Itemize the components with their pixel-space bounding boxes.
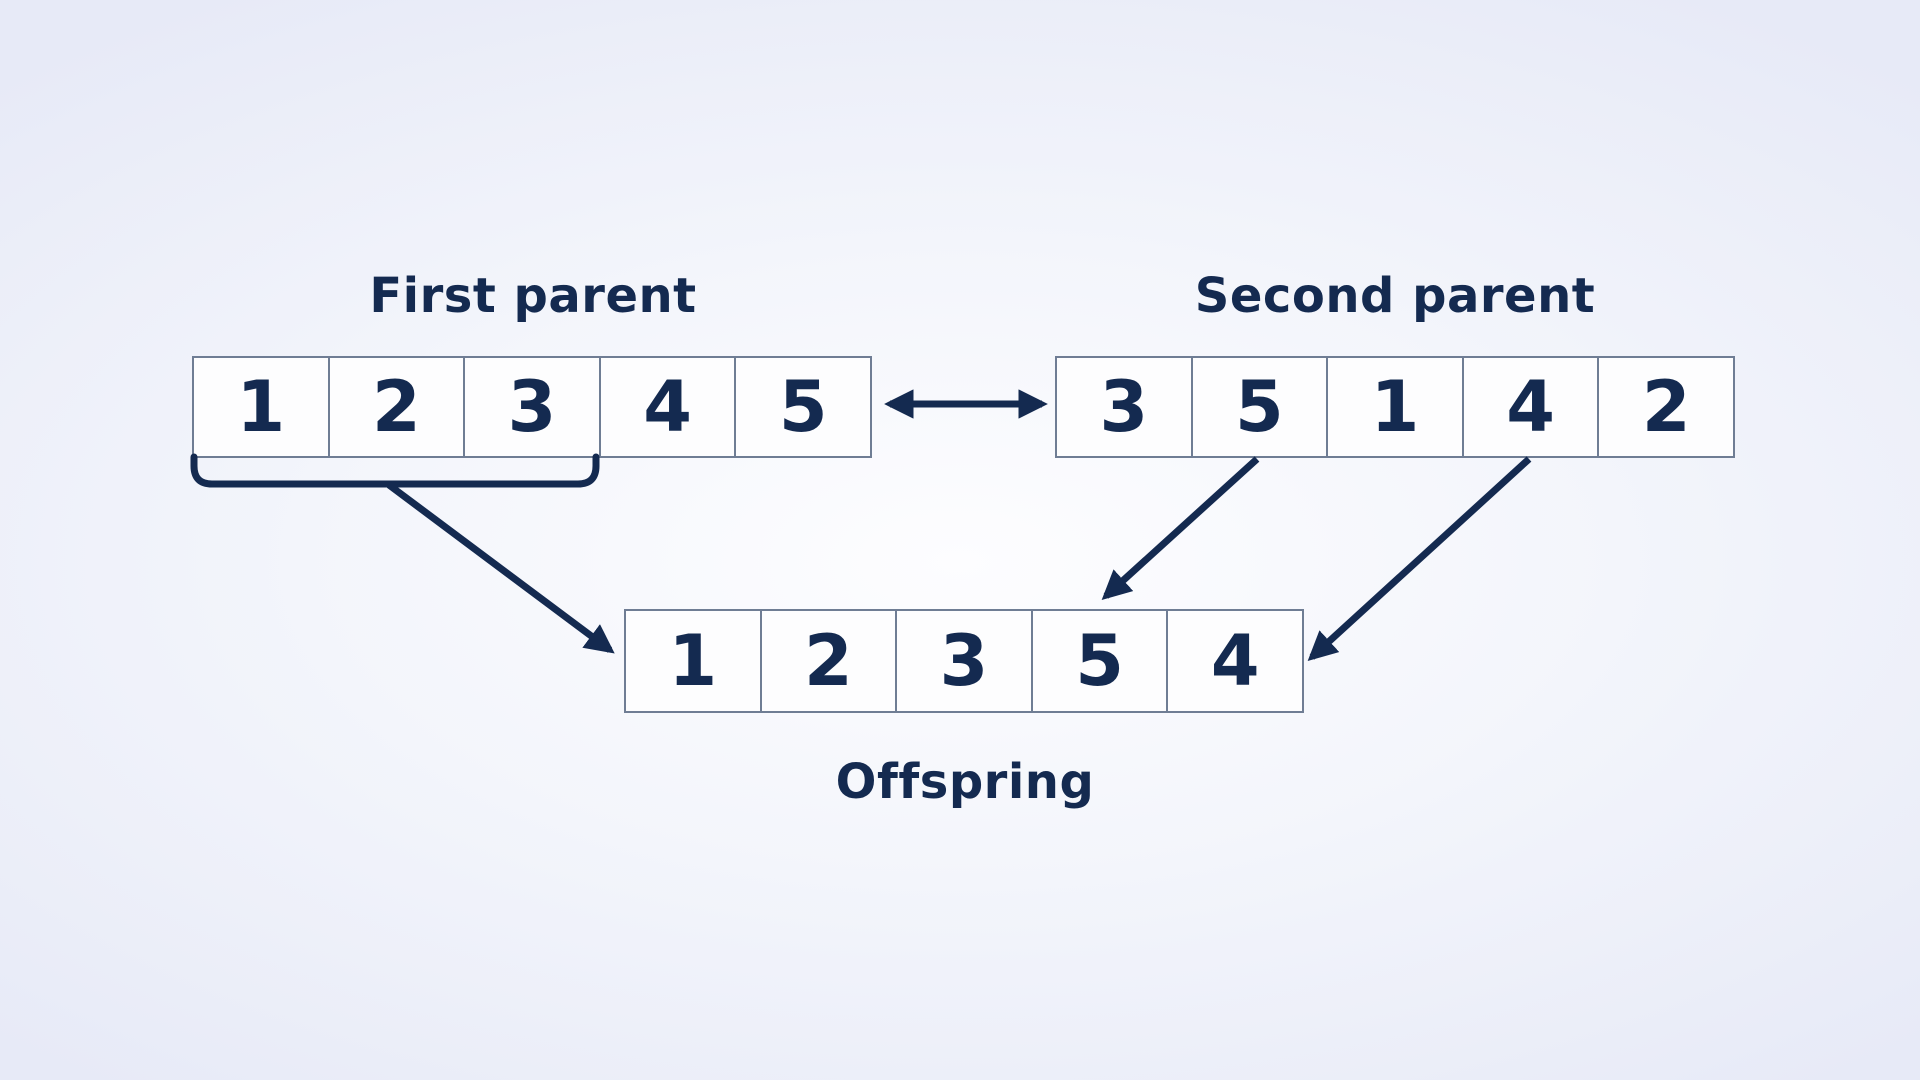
- first-parent-cell: 2: [329, 356, 466, 458]
- offspring-cell: 1: [624, 609, 762, 713]
- second-parent-row: 3 5 1 4 2: [1055, 356, 1735, 458]
- first-parent-cell: 1: [192, 356, 330, 458]
- offspring-row: 1 2 3 5 4: [624, 609, 1304, 713]
- offspring-label: Offspring: [835, 754, 1095, 810]
- second-parent-cell: 1: [1328, 356, 1464, 458]
- gene4-to-offspring-arrow-icon: [1307, 456, 1532, 661]
- first-parent-cell: 3: [465, 356, 601, 458]
- first-parent-label: First parent: [369, 268, 697, 324]
- first-parent-row: 1 2 3 4 5: [192, 356, 872, 458]
- second-parent-cell: 2: [1599, 356, 1735, 458]
- offspring-cell: 5: [1032, 609, 1169, 713]
- second-parent-label: Second parent: [1194, 268, 1596, 324]
- offspring-cell: 2: [761, 609, 898, 713]
- first-parent-cell: 5: [736, 356, 872, 458]
- offspring-cell: 4: [1168, 609, 1304, 713]
- second-parent-cell: 5: [1192, 356, 1329, 458]
- offspring-cell: 3: [897, 609, 1033, 713]
- first-parent-cell: 4: [600, 356, 737, 458]
- second-parent-cell: 3: [1055, 356, 1193, 458]
- gene5-to-offspring-arrow-icon: [1101, 456, 1260, 600]
- copied-segment-bracket: [190, 453, 600, 488]
- segment-to-offspring-arrow-icon: [386, 482, 615, 654]
- second-parent-cell: 4: [1463, 356, 1600, 458]
